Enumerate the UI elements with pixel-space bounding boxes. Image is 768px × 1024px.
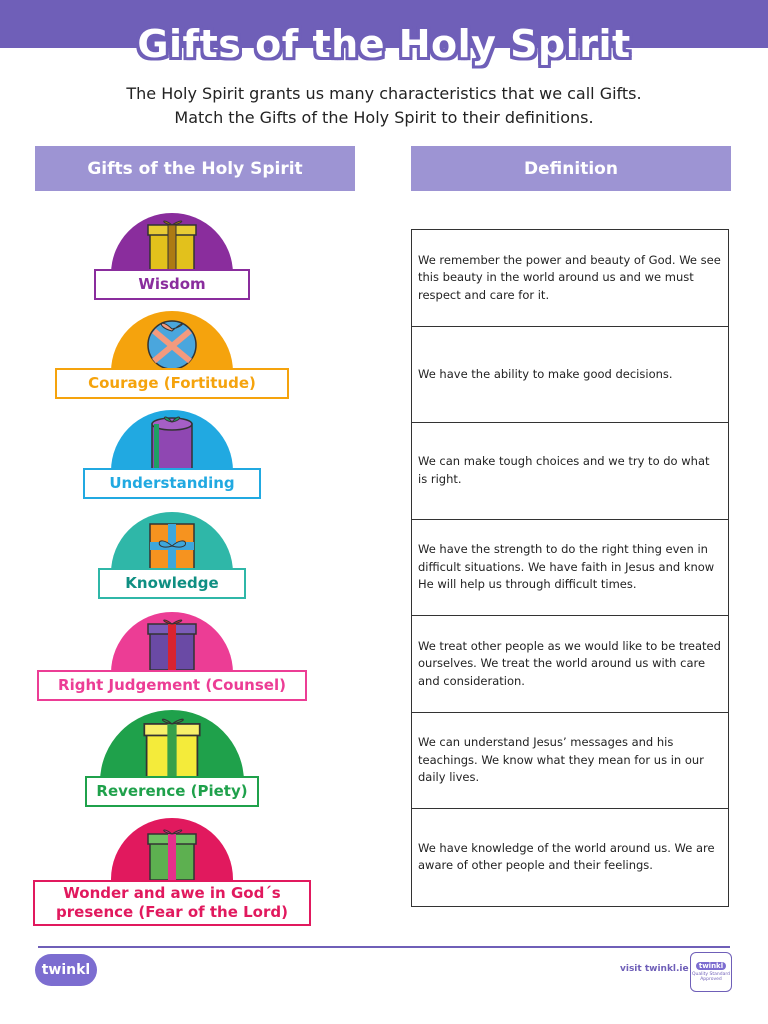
- gift-item-wisdom[interactable]: Wisdom: [42, 213, 302, 311]
- definition-row[interactable]: We have knowledge of the world around us…: [418, 840, 715, 873]
- gift-box-icon: [149, 523, 195, 571]
- gift-label-line-1: Wonder and awe in God´s: [63, 884, 281, 902]
- badge-title: twinkl: [695, 962, 727, 970]
- gift-label: Wonder and awe in God´s presence (Fear o…: [33, 880, 311, 926]
- intro-text: The Holy Spirit grants us many character…: [0, 82, 768, 130]
- gift-item-understanding[interactable]: Understanding: [42, 410, 302, 508]
- gift-label: Courage (Fortitude): [55, 368, 289, 399]
- definition-row[interactable]: We can make tough choices and we try to …: [412, 423, 728, 520]
- gift-label: Knowledge: [98, 568, 246, 599]
- visit-link[interactable]: visit twinkl.ie: [620, 964, 689, 974]
- footer-divider: [38, 946, 730, 948]
- definition-column-header: Definition: [411, 146, 731, 191]
- gift-item-knowledge[interactable]: Knowledge: [42, 512, 302, 610]
- definition-row[interactable]: We can understand Jesus’ messages and hi…: [412, 713, 728, 809]
- intro-line-2: Match the Gifts of the Holy Spirit to th…: [174, 108, 594, 127]
- gift-box-icon: [151, 416, 193, 470]
- gift-label: Wisdom: [94, 269, 250, 300]
- definition-row[interactable]: We treat other people as we would like t…: [412, 616, 728, 713]
- intro-line-1: The Holy Spirit grants us many character…: [126, 84, 642, 103]
- definition-row[interactable]: We have the strength to do the right thi…: [412, 520, 728, 616]
- gifts-column-header: Gifts of the Holy Spirit: [35, 146, 355, 191]
- gift-label-line-2: presence (Fear of the Lord): [56, 903, 288, 921]
- definition-row[interactable]: We have the ability to make good decisio…: [412, 327, 728, 423]
- definitions-table: We remember the power and beauty of God.…: [411, 229, 729, 907]
- gift-box-icon: [147, 619, 197, 671]
- gift-item-wonder-and-awe[interactable]: Wonder and awe in God´s presence (Fear o…: [33, 818, 311, 938]
- gift-item-right-judgement[interactable]: Right Judgement (Counsel): [37, 612, 307, 710]
- quality-badge: twinkl Quality Standard Approved: [690, 952, 732, 992]
- gift-box-icon: [147, 320, 197, 370]
- gift-label: Understanding: [83, 468, 261, 499]
- gift-label: Right Judgement (Counsel): [37, 670, 307, 701]
- gift-item-courage[interactable]: Courage (Fortitude): [42, 311, 302, 409]
- gift-item-reverence[interactable]: Reverence (Piety): [42, 710, 302, 808]
- gift-box-icon: [147, 220, 197, 272]
- badge-subtitle: Quality Standard Approved: [692, 972, 730, 982]
- gift-box-icon: [147, 829, 197, 881]
- twinkl-logo[interactable]: twinkl: [35, 954, 97, 986]
- header-band: [0, 0, 768, 48]
- gift-label: Reverence (Piety): [85, 776, 259, 807]
- definition-row[interactable]: We remember the power and beauty of God.…: [412, 230, 728, 327]
- gift-box-icon: [143, 718, 201, 778]
- page-title: Gifts of the Holy Spirit: [137, 22, 631, 66]
